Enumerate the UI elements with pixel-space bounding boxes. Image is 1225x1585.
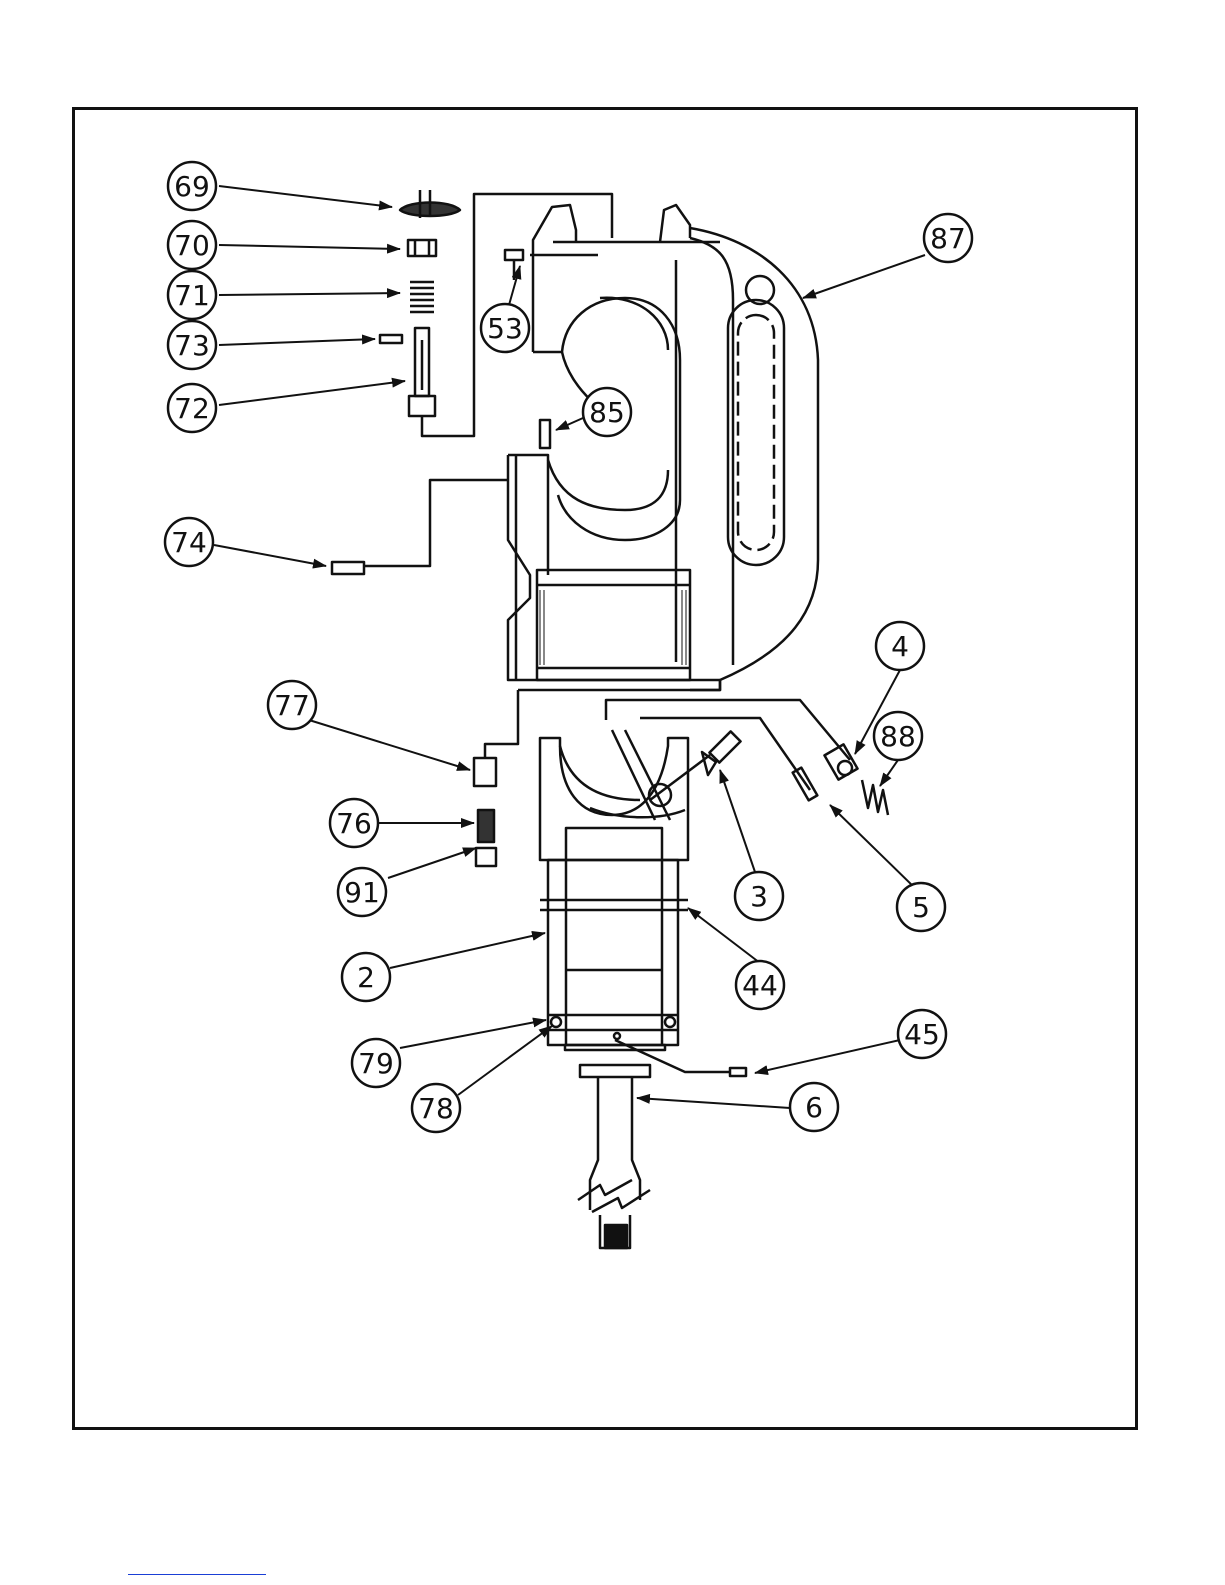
callout-label: 6 — [805, 1091, 823, 1124]
callout-76: 76 — [330, 799, 378, 847]
callout-74: 74 — [165, 518, 213, 566]
callout-label: 4 — [891, 630, 909, 663]
callout-label: 5 — [912, 891, 930, 924]
callout-label: 77 — [274, 689, 310, 722]
callout-87: 87 — [924, 214, 972, 262]
callout-label: 3 — [750, 880, 768, 913]
callout-2: 2 — [342, 953, 390, 1001]
callout-label: 45 — [904, 1018, 940, 1051]
callout-6: 6 — [790, 1083, 838, 1131]
callout-label: 53 — [487, 312, 523, 345]
callout-label: 74 — [171, 526, 207, 559]
callout-70: 70 — [168, 221, 216, 269]
callout-label: 44 — [742, 969, 778, 1002]
crimp-head-frame — [508, 205, 818, 690]
callouts: 69 70 71 73 72 53 87 85 74 4 88 77 76 91… — [165, 162, 972, 1132]
callout-label: 73 — [174, 329, 210, 362]
callout-3: 3 — [735, 872, 783, 920]
ram-assembly — [540, 700, 888, 1248]
callout-5: 5 — [897, 883, 945, 931]
callout-85: 85 — [583, 388, 631, 436]
callout-label: 70 — [174, 229, 210, 262]
callout-label: 72 — [174, 392, 210, 425]
callout-label: 87 — [930, 222, 966, 255]
callout-44: 44 — [736, 961, 784, 1009]
callout-label: 78 — [418, 1092, 454, 1125]
callout-72: 72 — [168, 384, 216, 432]
exploded-parts-top-left — [332, 190, 746, 1076]
callout-91: 91 — [338, 868, 386, 916]
footer-link-underline[interactable] — [128, 1574, 266, 1575]
callout-73: 73 — [168, 321, 216, 369]
callout-label: 85 — [589, 396, 625, 429]
callout-4: 4 — [876, 622, 924, 670]
callout-label: 88 — [880, 720, 916, 753]
callout-88: 88 — [874, 712, 922, 760]
callout-label: 76 — [336, 807, 372, 840]
callout-label: 79 — [358, 1047, 394, 1080]
callout-71: 71 — [168, 271, 216, 319]
callout-45: 45 — [898, 1010, 946, 1058]
callout-79: 79 — [352, 1039, 400, 1087]
callout-53: 53 — [481, 304, 529, 352]
callout-label: 2 — [357, 961, 375, 994]
callout-69: 69 — [168, 162, 216, 210]
collar-threads — [540, 590, 686, 665]
callout-77: 77 — [268, 681, 316, 729]
callout-label: 71 — [174, 279, 210, 312]
callout-label: 69 — [174, 170, 210, 203]
callout-78: 78 — [412, 1084, 460, 1132]
callout-label: 91 — [344, 876, 380, 909]
